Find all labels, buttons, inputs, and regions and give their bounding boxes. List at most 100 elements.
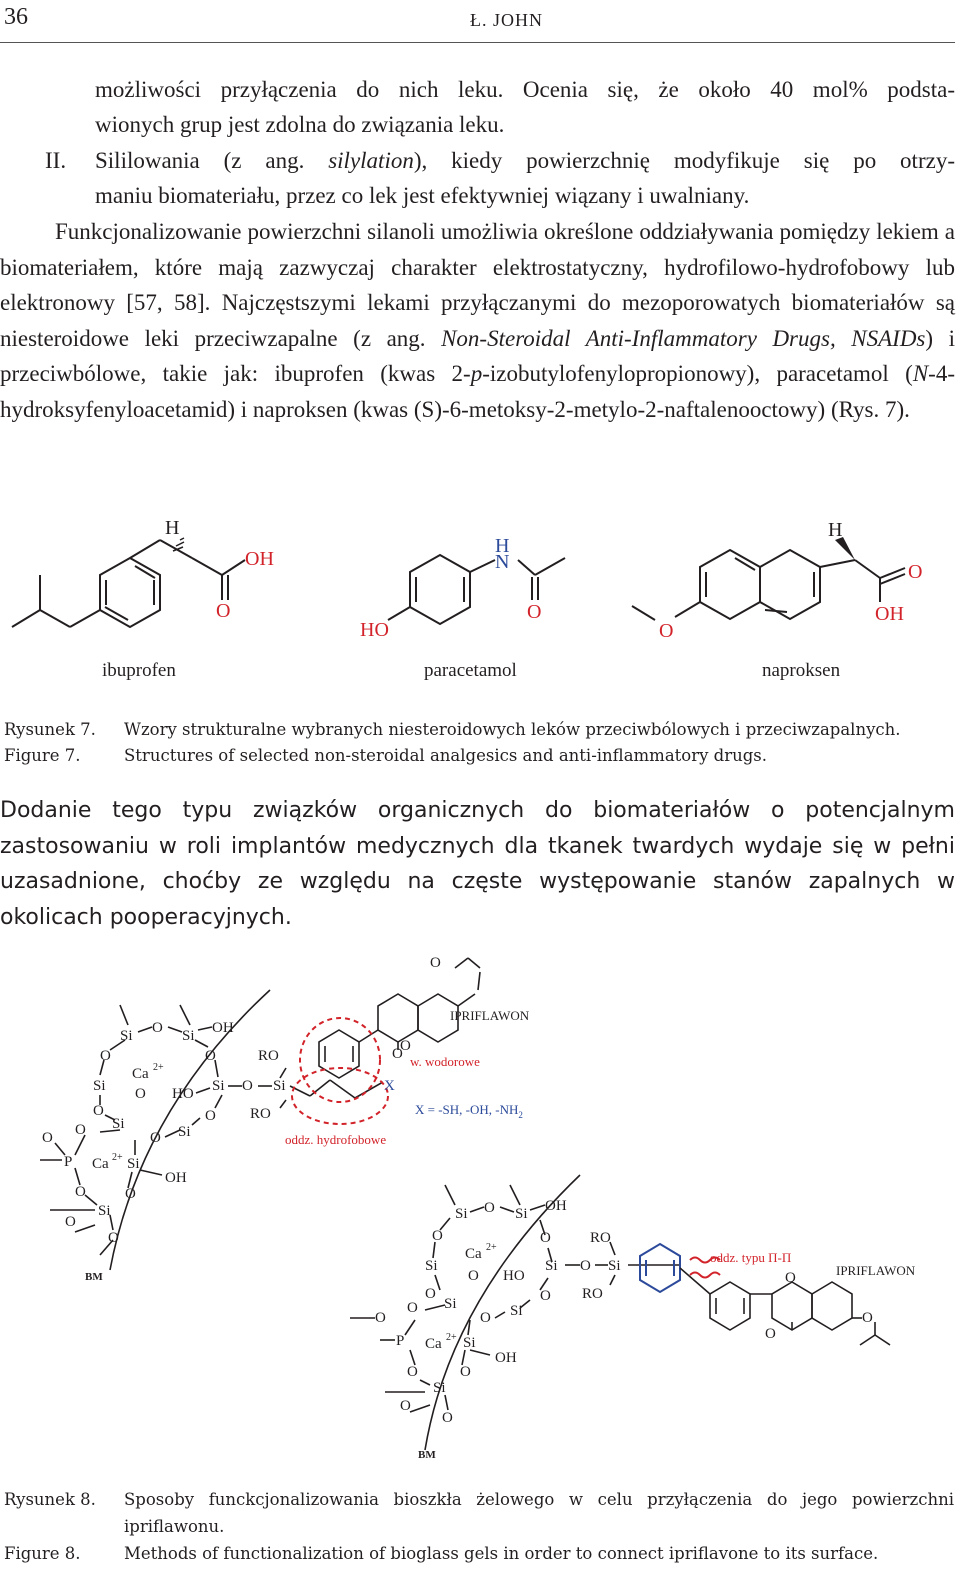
atom-o: O [765,1326,776,1342]
atom-o: O [400,1038,411,1054]
list-marker-ii: II. [45,148,67,173]
atom-ro: RO [590,1230,611,1246]
italic-term: N [912,361,929,386]
atom-o: O [400,1398,411,1414]
atom-si: Si [98,1203,111,1219]
atom-si: Si [608,1258,621,1274]
atom-o: O [407,1300,418,1316]
atom-si: Si [273,1078,286,1094]
text-run: ), kiedy powierzchnię modyfikuje się po … [413,148,955,173]
text-run: Funkcjonalizowanie powierzchni silanoli … [0,219,955,351]
atom-label: OH [245,548,274,570]
atom-p: P [64,1154,72,1170]
atom-si: Si [127,1156,140,1172]
atom-si: Si [510,1303,523,1319]
italic-term: p [470,361,483,386]
charge: 2+ [112,1152,123,1163]
atom-si: Si [93,1078,106,1094]
atom-ro: RO [258,1048,279,1064]
atom-label: OH [875,603,904,625]
hbond-label: w. wodorowe [410,1054,480,1069]
ipriflawon-label: IPRIFLAWON [836,1263,916,1278]
x-definition-text: X = -SH, -OH, -NH [415,1102,518,1117]
atom-oh: OH [545,1198,567,1214]
charge: 2+ [446,1332,457,1343]
label-paracetamol: paracetamol [424,660,517,681]
label-ibuprofen: ibuprofen [102,660,176,681]
atom-o: O [152,1020,163,1036]
text-run: Sililowania (z ang. [95,148,329,173]
charge: 2+ [486,1242,497,1253]
atom-o: O [862,1310,873,1326]
caption8-text-pl: Sposoby funckcjonalizowania bioszkła żel… [124,1490,954,1536]
atom-label: O [659,620,673,642]
atom-oh: OH [495,1350,517,1366]
bm-label: BM [418,1449,436,1461]
atom-o: O [432,1228,443,1244]
atom-si: Si [112,1116,125,1132]
text-run: ) i przeciwbólowe, takie jak: ibuprofen … [0,325,955,387]
atom-o: O [540,1288,551,1304]
text-run: -izobutylofenylopropionowy), paracetamol… [482,361,913,386]
atom-label: HO [360,619,389,641]
atom-ro: RO [250,1106,271,1122]
atom-label: O [908,561,922,583]
atom-o: O [42,1130,53,1146]
paragraph-1: Funkcjonalizowanie powierzchni silanoli … [0,214,955,427]
italic-term: Non-Steroidal Anti-Inflammatory Drugs, N… [441,325,926,351]
atom-oh: OH [212,1020,234,1036]
atom-o: O [460,1364,471,1380]
atom-o: O [75,1184,86,1200]
atom-o: O [468,1268,479,1284]
atom-o: O [75,1122,86,1138]
page-header: 36 Ł. JOHN [0,0,960,44]
atom-label: N [495,551,509,573]
label-naproksen: naproksen [762,660,841,681]
atom-o: O [242,1078,253,1094]
atom-o: O [407,1364,418,1380]
list-continuation-line1: możliwości przyłączenia do nich leku. Oc… [95,77,955,102]
running-head: Ł. JOHN [470,10,543,30]
atom-o: O [108,1230,119,1246]
charge: 2+ [153,1062,164,1073]
atom-o: O [150,1130,161,1146]
atom-si: Si [545,1258,558,1274]
x-definition: X = -SH, -OH, -NH2 [415,1102,523,1120]
atom-label: H [495,535,509,557]
atom-si: Si [425,1258,438,1274]
text-run: -4-hydroksyfenyloacetamid) i naproksen (… [0,361,955,422]
atom-o: O [100,1048,111,1064]
atom-ca: Ca [92,1156,109,1172]
atom-si: Si [515,1206,528,1222]
atom-si: Si [444,1296,457,1312]
x-label: X [384,1078,395,1094]
atom-label: H [165,517,179,539]
atom-o: O [785,1270,796,1286]
atom-o: O [93,1103,104,1119]
list-item-ii-line2: maniu biomateriału, przez co lek jest ef… [95,183,750,208]
caption8-label-en: Figure 8. [4,1544,81,1563]
atom-p: P [396,1333,404,1349]
italic-term: silylation [328,148,414,173]
atom-o: O [430,955,441,971]
atom-o: O [392,1046,403,1062]
caption7-label-en: Figure 7. [4,746,81,765]
atom-label: O [216,600,230,622]
atom-oh: OH [165,1170,187,1186]
atom-o: O [205,1048,216,1064]
atom-o: O [425,1286,436,1302]
atom-o: O [135,1086,146,1102]
atom-o: O [65,1214,76,1230]
atom-ro: RO [582,1286,603,1302]
atom-o: O [480,1310,491,1326]
atom-si: Si [178,1124,191,1140]
atom-ho: HO [503,1268,525,1284]
atom-si: Si [212,1078,225,1094]
list-continuation-line2: wionych grup jest zdolna do związania le… [95,112,505,137]
figure-8-scheme: Si O Si OH O Si O Si Ca 2+ O O HO Si O S… [40,955,916,1461]
hydrophobic-label: oddz. hydrofobowe [285,1132,386,1147]
caption7-text-pl: Wzory strukturalne wybranych niesteroido… [124,720,901,739]
atom-ho: HO [172,1086,194,1102]
ipriflawon-label: IPRIFLAWON [450,1008,530,1023]
atom-si: Si [455,1206,468,1222]
